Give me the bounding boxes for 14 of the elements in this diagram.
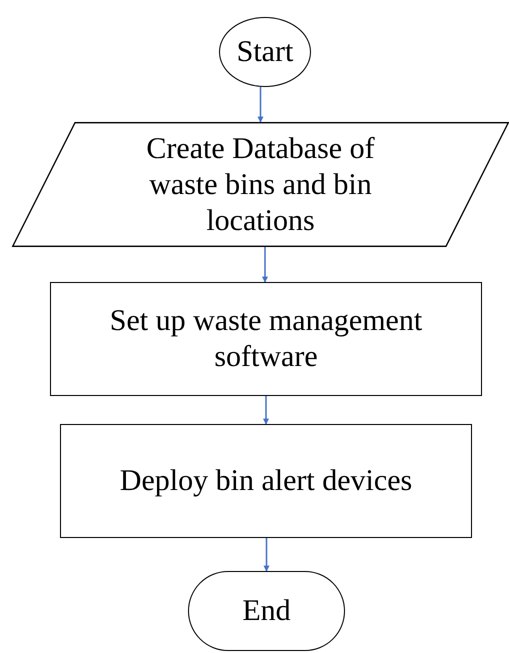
arrow (258, 87, 264, 123)
node-label: End (242, 593, 291, 629)
arrow (262, 247, 268, 283)
node-label: Start (236, 34, 294, 70)
node-label: Create Database of waste bins and bin locations (145, 130, 376, 238)
process-box (50, 282, 482, 396)
arrow (264, 538, 270, 572)
node-label: Set up waste management software (108, 303, 424, 375)
process-box (60, 424, 472, 538)
arrow (263, 396, 269, 425)
input-parallelogram (12, 122, 509, 247)
end-terminal (188, 571, 345, 651)
node-label: Deploy bin alert devices (120, 463, 412, 499)
start-terminal (219, 17, 311, 87)
